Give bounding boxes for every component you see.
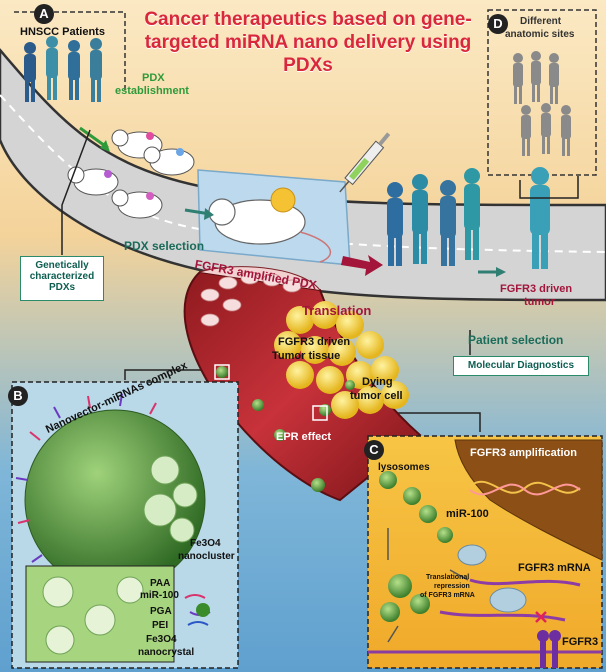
pdx-selection-label: PDX selection: [124, 239, 205, 253]
genetically-label-1: Genetically: [35, 260, 89, 271]
road-center-line: [0, 94, 606, 253]
patient-selection-label: Patient selection: [468, 333, 564, 347]
inset-nanocrystals: [42, 576, 144, 655]
anatomic-site-figures: [513, 51, 571, 156]
lysosomes-label: lysosomes: [378, 462, 430, 473]
repression-mark: [535, 611, 547, 623]
pei-label: PEI: [152, 620, 169, 631]
ribosome-1: [457, 544, 487, 566]
vessel-wall-cells: [200, 271, 302, 327]
panel-d-badge: D: [488, 14, 508, 34]
cycle-arrows: [387, 528, 469, 643]
molecular-diagnostics-box: Molecular Diagnostics: [453, 356, 589, 376]
paa-label: PAA: [150, 578, 171, 589]
sphere-cutaway: [143, 455, 198, 543]
repression-label-2: repression: [434, 583, 470, 590]
hnscc-patients-label: HNSCC Patients: [20, 26, 105, 38]
different-sites-label-1: Different: [520, 16, 562, 27]
vessel-nanoparticles: [216, 366, 355, 492]
zoom-marker-b: [214, 364, 230, 380]
zoom-marker-c: [312, 405, 328, 421]
genetically-characterized-pdxs-box: Genetically characterized PDXs: [20, 256, 104, 301]
ribosome-2: [489, 587, 527, 613]
fe3o4-nanocluster-label-2: nanocluster: [178, 551, 235, 562]
patient-figures: [24, 36, 102, 102]
fe3o4-nanocrystal-dot: [196, 603, 210, 617]
translation-arrow: [341, 255, 383, 276]
translation-label: Translation: [302, 303, 372, 318]
dying-cell-label-2: tumor cell: [350, 390, 403, 402]
surface-strands: [15, 393, 157, 563]
syringe-icon: [339, 132, 391, 193]
repression-label-1: Translational: [426, 574, 470, 581]
nucleus: [454, 439, 603, 561]
panel-b-badge: B: [8, 386, 28, 406]
fgfr3-receptor-label: FGFR3: [562, 636, 599, 648]
fgfr3-receptor-icon: [537, 630, 561, 668]
pdx-establishment-label-2: establishment: [115, 85, 189, 97]
selected-patients: [387, 167, 550, 269]
mouse-tumor-yellow: [270, 187, 296, 213]
pdx-mice: [67, 129, 195, 219]
fgfr3-amplification-label: FGFR3 amplification: [470, 447, 577, 459]
mouse-tumors: [104, 132, 184, 200]
fgfr3-mrna-strand: [469, 578, 581, 587]
dna-helix: [469, 480, 581, 494]
fgfr3-driven-tumor-label-2: tumor: [524, 296, 556, 308]
pga-label: PGA: [150, 606, 172, 617]
repression-label-3: of FGFR3 mRNA: [420, 592, 475, 599]
fe3o4-nanocluster-label-1: Fe3O4: [190, 538, 221, 549]
page-title: Cancer therapeutics based on gene-target…: [144, 9, 472, 77]
panel-c-badge: C: [364, 440, 384, 460]
genetically-label-2: characterized: [29, 271, 95, 282]
mir100-label-b: miR-100: [140, 590, 179, 601]
fgfr3-mrna-label: FGFR3 mRNA: [518, 562, 591, 574]
lysosome-particles: [379, 471, 453, 622]
panel-a-badge: A: [34, 4, 54, 24]
dying-cell-label-1: Dying: [362, 376, 393, 388]
genetically-label-3: PDXs: [48, 282, 76, 293]
pdx-establishment-label-1: PDX: [142, 72, 165, 84]
different-sites-label-2: anatomic sites: [505, 29, 575, 40]
epr-effect-label: EPR effect: [276, 431, 332, 443]
mir100-label-c: miR-100: [446, 508, 489, 520]
tumor-tissue-label-1: FGFR3 driven: [278, 336, 351, 348]
fe3o4-nanocrystal-label-1: Fe3O4: [146, 634, 177, 645]
fgfr3-driven-tumor-label-1: FGFR3 driven: [500, 283, 573, 295]
fe3o4-nanocrystal-label-2: nanocrystal: [138, 647, 195, 658]
tumor-tissue-label-2: Tumor tissue: [272, 350, 341, 362]
